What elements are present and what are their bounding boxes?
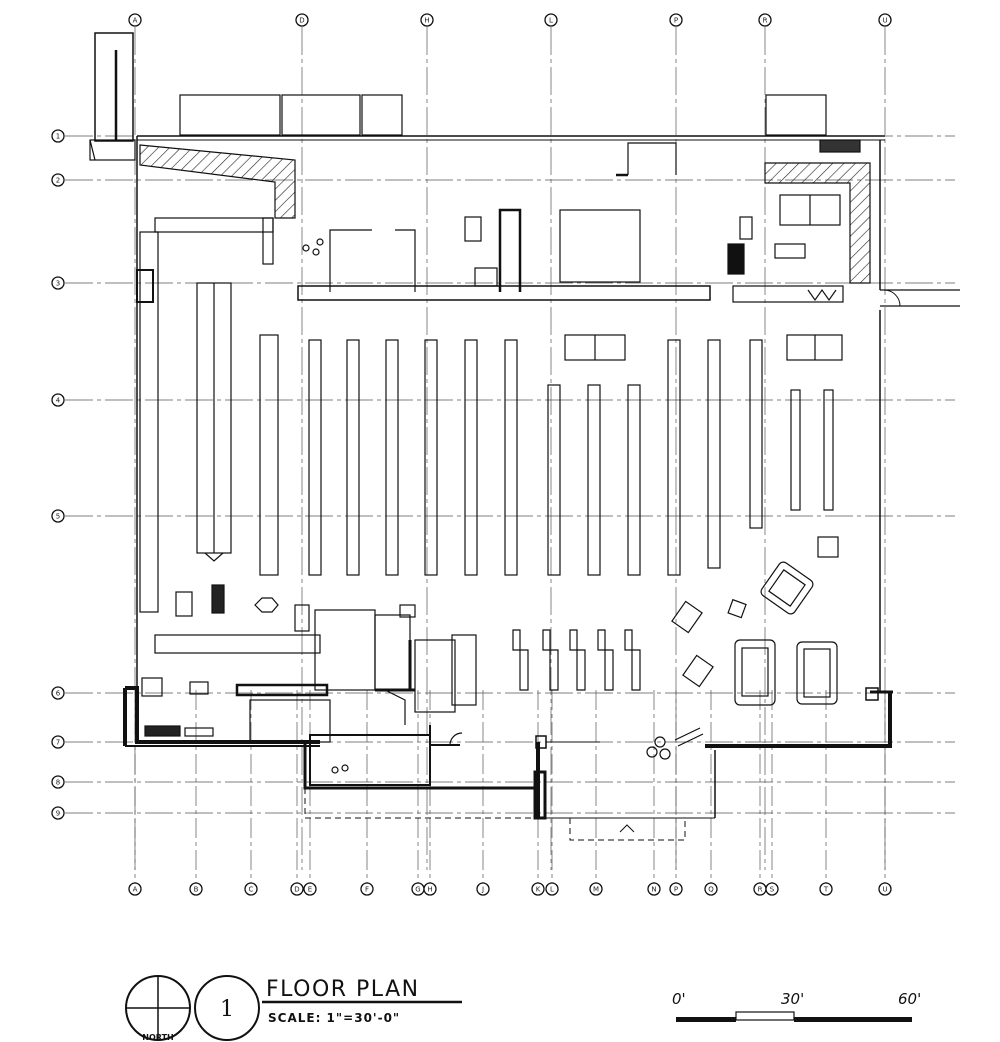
grid-col-bottom-B-bubble: [189, 882, 203, 896]
grid-row-9-bubble: [51, 806, 65, 820]
grid-col-top-A-bubble: [128, 13, 142, 27]
grid-col-top-D-label: D: [299, 17, 304, 25]
grid-col-top-P-label: P: [674, 17, 678, 25]
grid-col-bottom-M-label: M: [593, 886, 599, 894]
grid-col-bottom-S-bubble: [765, 882, 779, 896]
grid-col-top-U-bubble: [878, 13, 892, 27]
grid-col-bottom-T-bubble: [819, 882, 833, 896]
grid-row-2-label: 2: [56, 177, 60, 185]
seating-area: [646, 561, 838, 760]
grid-col-bottom-D-label: D: [294, 886, 299, 894]
grid-col-top-L-label: L: [549, 17, 553, 25]
plan-scale: SCALE: 1"=30'-0": [268, 1011, 400, 1025]
grid-col-top-R-bubble: [758, 13, 772, 27]
scale-bar-label-0: 0': [672, 990, 686, 1008]
hatched-walls: [139, 144, 871, 284]
grid-row-8-bubble: [51, 775, 65, 789]
grid-row-5-label: 5: [56, 513, 60, 521]
aisle-gondolas: [308, 334, 843, 576]
grid-col-bottom-D-bubble: [290, 882, 304, 896]
grid-col-bottom-M-bubble: [589, 882, 603, 896]
grid-col-bottom-Q-label: Q: [708, 886, 714, 894]
grid-row-1-bubble: [51, 129, 65, 143]
north-label: NORTH: [142, 1033, 173, 1042]
grid-row-3-label: 3: [56, 280, 60, 288]
grid-col-bottom-T-label: T: [823, 886, 829, 894]
grid-col-bottom-H-bubble: [423, 882, 437, 896]
grid-col-bottom-A-label: A: [133, 886, 138, 894]
grid-col-bottom-J-label: J: [481, 886, 484, 894]
grid-col-bottom-U-label: U: [882, 886, 887, 894]
grid-col-top-H-label: H: [424, 17, 429, 25]
grid-col-bottom-N-bubble: [647, 882, 661, 896]
grid-col-bottom-E-bubble: [303, 882, 317, 896]
plan-title: FLOOR PLAN: [266, 977, 420, 1002]
grid-row-5-bubble: [51, 509, 65, 523]
grid-col-bottom-L-bubble: [545, 882, 559, 896]
north-storage: [89, 32, 827, 161]
grid-col-bottom-K-label: K: [536, 886, 541, 894]
building-outline: [123, 135, 960, 841]
west-fixtures: [136, 217, 321, 737]
drawing-number: 1: [220, 997, 234, 1022]
grid-col-bottom-P-label: P: [674, 886, 678, 894]
grid-col-bottom-F-bubble: [360, 882, 374, 896]
grid-col-top-R-label: R: [763, 17, 768, 25]
grid-row-8-label: 8: [56, 779, 60, 787]
grid-col-top-P-bubble: [669, 13, 683, 27]
grid-col-bottom-A-bubble: [128, 882, 142, 896]
grid-col-bottom-E-label: E: [308, 886, 312, 894]
grid-col-bottom-F-label: F: [365, 886, 369, 894]
checkout-lanes: [512, 629, 641, 691]
scale-bar-label-60: 60': [898, 990, 921, 1008]
grid-col-bottom-G-label: G: [415, 886, 420, 894]
grid-col-bottom-R-label: R: [758, 886, 763, 894]
grid-row-6-bubble: [51, 686, 65, 700]
grid-row-2-bubble: [51, 173, 65, 187]
grid-col-bottom-C-bubble: [244, 882, 258, 896]
title-block: 1 FLOOR PLAN SCALE: 1"=30'-0" NORTH: [125, 975, 462, 1042]
scale-bar: 0' 30' 60': [672, 990, 921, 1022]
grid-row-3-bubble: [51, 276, 65, 290]
grid-row-9-label: 9: [56, 810, 60, 818]
grid-col-bottom-U-bubble: [878, 882, 892, 896]
grid-col-bottom-L-label: L: [550, 886, 554, 894]
grid-col-bottom-B-label: B: [194, 886, 199, 894]
grid-col-bottom-Q-bubble: [704, 882, 718, 896]
grid-col-bottom-N-label: N: [651, 886, 656, 894]
grid-col-top-L-bubble: [544, 13, 558, 27]
scale-bar-label-30: 30': [781, 990, 804, 1008]
grid-row-4-bubble: [51, 393, 65, 407]
grid-col-bottom-C-label: C: [249, 886, 254, 894]
grid-col-bottom-J-bubble: [476, 882, 490, 896]
grid-row-7-label: 7: [56, 739, 60, 747]
grid-row-4-label: 4: [56, 397, 61, 405]
grid-col-top-D-bubble: [295, 13, 309, 27]
service-rooms: [235, 604, 477, 786]
grid-row-1-label: 1: [56, 133, 60, 141]
grid-col-top-U-label: U: [882, 17, 887, 25]
grid-row-6-label: 6: [56, 690, 61, 698]
grid-col-bottom-H-label: H: [427, 886, 432, 894]
grid-col-bottom-P-bubble: [669, 882, 683, 896]
grid-col-top-A-label: A: [133, 17, 138, 25]
grid-col-bottom-S-label: S: [770, 886, 775, 894]
grid-col-bottom-K-bubble: [531, 882, 545, 896]
back-rooms: [297, 139, 861, 303]
drawing-number-bubble: [194, 975, 260, 1041]
grid-col-top-H-bubble: [420, 13, 434, 27]
grid-row-7-bubble: [51, 735, 65, 749]
